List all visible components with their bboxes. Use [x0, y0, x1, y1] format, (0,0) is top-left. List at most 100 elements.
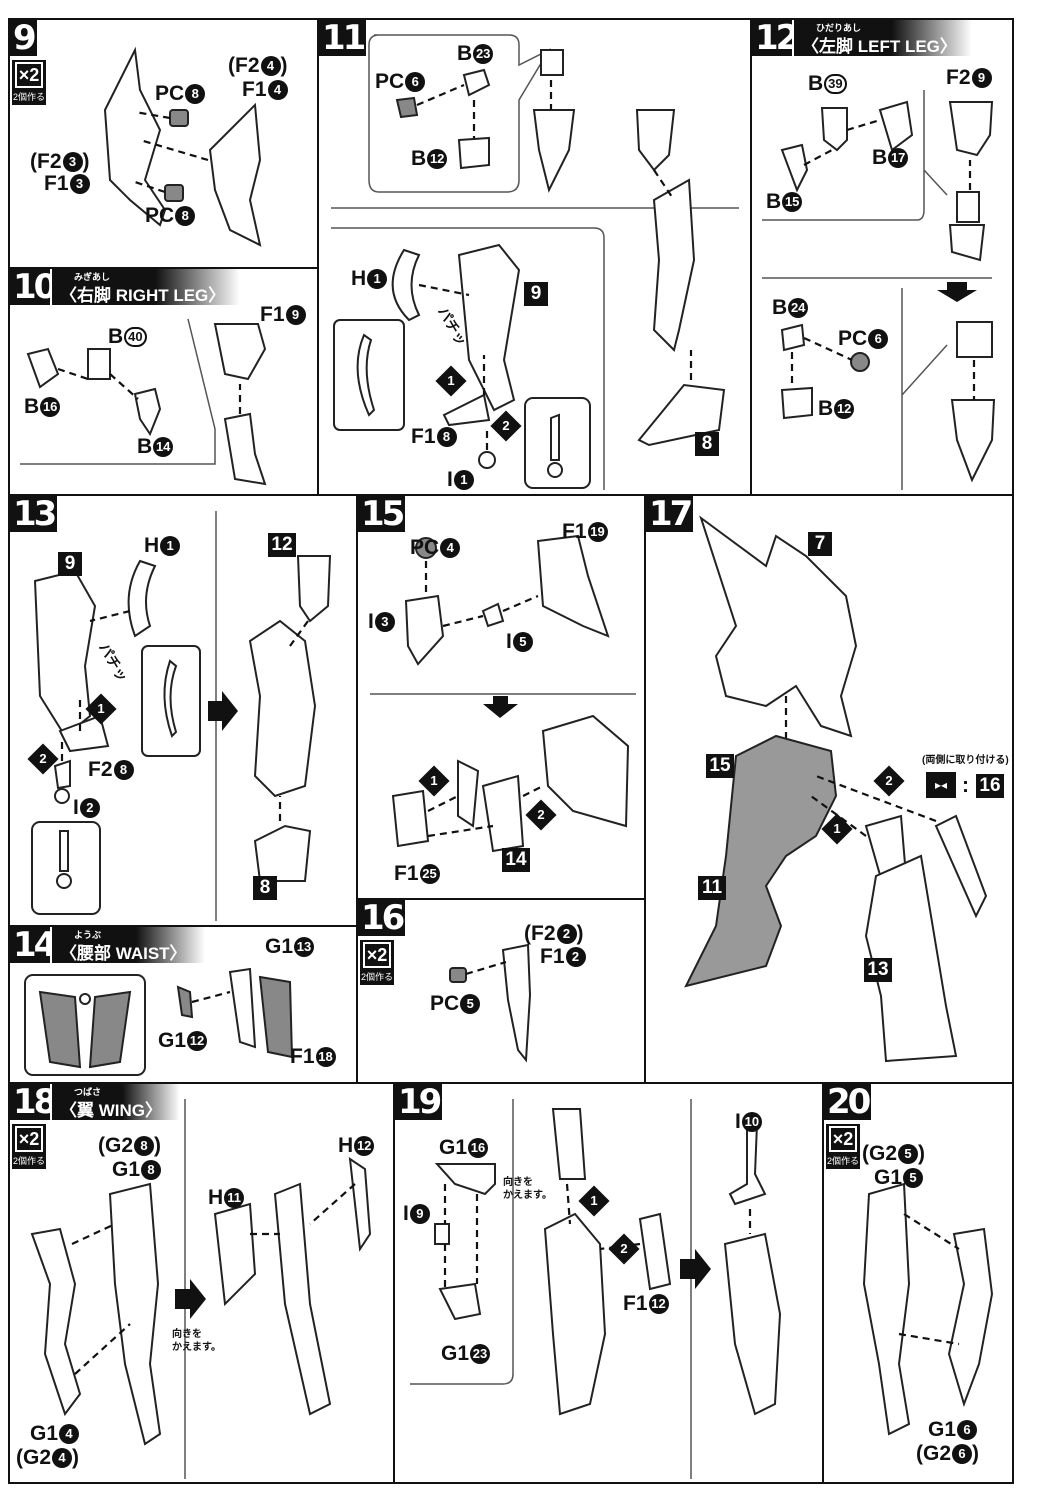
step-title: ひだりあし〈左脚 LEFT LEG〉: [792, 20, 972, 56]
step-number: 9: [10, 20, 37, 56]
step-ref-13: 13: [864, 958, 892, 982]
step-number: 19: [395, 1084, 442, 1120]
step-16-illustration: [449, 943, 532, 1063]
step-ref-8: 8: [253, 876, 277, 900]
colon: :: [962, 774, 969, 797]
step-17-illustration: [684, 515, 988, 1063]
step-number: 11: [319, 20, 366, 56]
step-13-illustration: [31, 511, 332, 921]
step-ref-11: 11: [698, 876, 726, 900]
step-19-illustration: [410, 1099, 782, 1479]
step-17-panel: 17 7 15 11 13 2 1 (両側に取り付ける) ▸◂ : 16: [644, 494, 1014, 1084]
step-title: ようぶ〈腰部 WAIST〉: [50, 927, 205, 963]
step-ref-16: 16: [976, 774, 1004, 798]
step-11-illustration: [331, 34, 739, 490]
step-10-illustration: [20, 318, 267, 486]
step-number: 17: [646, 496, 693, 532]
step-ref-7: 7: [808, 532, 832, 556]
order-marker-2: 2: [525, 799, 557, 831]
step-20-illustration: [862, 1182, 994, 1436]
attach-both-sides-note: (両側に取り付ける): [922, 755, 1009, 766]
step-number: 10: [10, 269, 57, 305]
order-marker-1: 1: [578, 1185, 610, 1217]
step-number: 20: [824, 1084, 871, 1120]
step-ref-12: 12: [268, 533, 296, 557]
order-marker-1: 1: [85, 693, 117, 725]
step-number: 16: [358, 900, 405, 936]
step-12-illustration: [762, 90, 996, 490]
step-number: 13: [10, 496, 57, 532]
both-sides-icon: ▸◂: [926, 772, 956, 798]
step-14-illustration: [24, 967, 294, 1076]
step-number: 14: [10, 927, 57, 963]
order-marker-1: 1: [821, 813, 853, 845]
order-marker-2: 2: [490, 410, 522, 442]
step-ref-15: 15: [706, 754, 734, 778]
order-marker-2: 2: [27, 743, 59, 775]
step-number: 15: [358, 496, 405, 532]
order-marker-1: 1: [435, 365, 467, 397]
order-marker-2: 2: [873, 765, 905, 797]
order-marker-2: 2: [608, 1233, 640, 1265]
step-number: 12: [752, 20, 799, 56]
step-title: みぎあし〈右脚 RIGHT LEG〉: [50, 269, 240, 305]
step-ref-9: 9: [58, 552, 82, 576]
turn-around-note: 向きを かえます。: [503, 1177, 552, 1201]
step-15-illustration: [370, 534, 636, 853]
step-ref-14: 14: [502, 848, 530, 872]
step-18-illustration: [30, 1099, 372, 1479]
